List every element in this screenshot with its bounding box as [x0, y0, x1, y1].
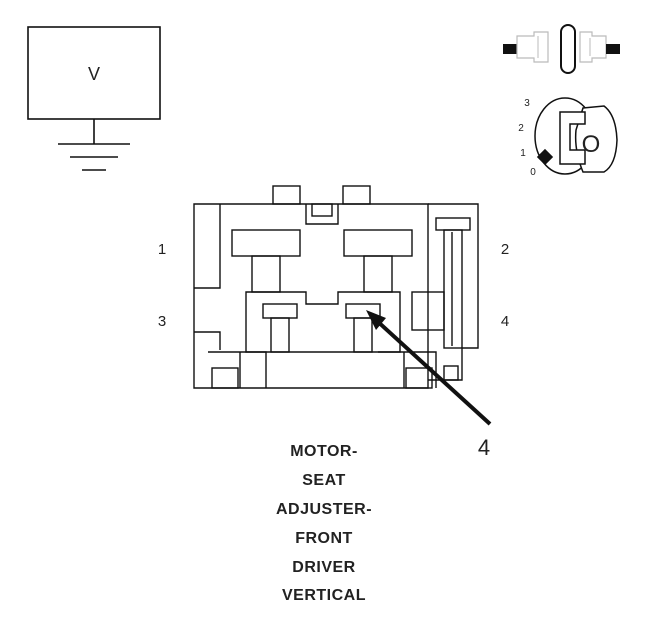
ignition-position-1: 1 [520, 148, 526, 159]
voltmeter-symbol [27, 26, 161, 171]
pin-label-2: 2 [501, 241, 509, 258]
voltmeter-label: V [88, 64, 100, 84]
caption-line-4: FRONT [295, 530, 353, 547]
pin-label-1: 1 [158, 241, 166, 258]
connector-body [193, 185, 479, 389]
caption-line-1: MOTOR- [290, 443, 358, 460]
ignition-switch-icon [534, 97, 618, 175]
connector-plug-icon [503, 24, 620, 74]
ignition-position-0: 0 [530, 167, 536, 178]
pin-label-3: 3 [158, 313, 166, 330]
pin-label-4: 4 [501, 313, 509, 330]
ignition-position-2: 2 [518, 123, 524, 134]
ignition-key-label: O [582, 131, 601, 158]
caption-line-6: VERTICAL [282, 587, 366, 604]
ignition-position-3: 3 [524, 98, 530, 109]
callout-arrow [366, 310, 492, 426]
caption-line-3: ADJUSTER- [276, 501, 372, 518]
caption-line-2: SEAT [302, 472, 345, 489]
callout-label: 4 [478, 435, 490, 460]
caption-line-5: DRIVER [292, 559, 355, 576]
